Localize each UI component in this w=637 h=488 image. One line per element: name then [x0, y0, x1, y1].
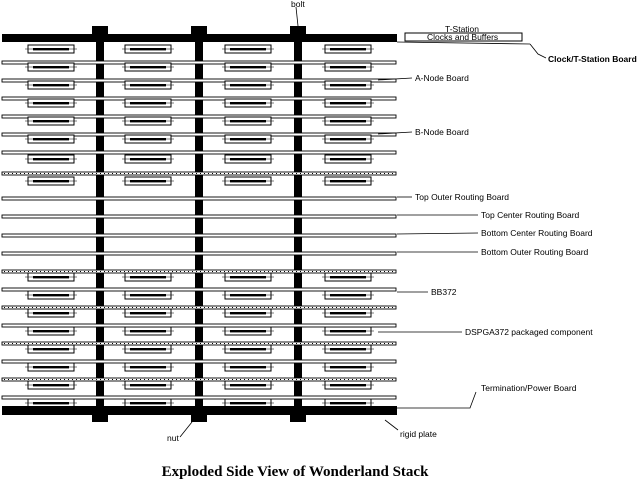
circuit-board	[1, 395, 397, 400]
bolt-head	[191, 26, 207, 34]
circuit-board	[1, 323, 397, 328]
circuit-board	[1, 287, 397, 292]
circuit-board	[1, 171, 397, 176]
circuit-board	[1, 341, 397, 346]
t-station-box	[404, 32, 523, 42]
circuit-board	[1, 150, 397, 155]
circuit-board	[1, 269, 397, 274]
label-bolt: bolt	[291, 0, 305, 9]
label-a-node: A-Node Board	[415, 73, 469, 83]
label-t-station: T-Station	[445, 24, 479, 34]
bolt-head	[92, 26, 108, 34]
bottom-plate	[2, 406, 397, 415]
bolt-rod	[294, 42, 302, 406]
label-clock-board: Clock/T-Station Board	[548, 54, 637, 64]
circuit-board	[1, 60, 397, 65]
circuit-board	[1, 251, 397, 256]
bolt-head	[290, 26, 306, 34]
circuit-board	[1, 96, 397, 101]
label-bb372: BB372	[431, 287, 457, 297]
leader-lines	[179, 6, 547, 438]
board-layers	[1, 44, 397, 408]
bolt-rod	[96, 42, 104, 406]
circuit-board	[1, 233, 397, 238]
label-bottom-center: Bottom Center Routing Board	[481, 228, 593, 238]
circuit-board	[1, 132, 397, 137]
circuit-board	[1, 196, 397, 201]
circuit-board	[1, 377, 397, 382]
top-plate	[2, 34, 397, 42]
circuit-board	[1, 214, 397, 219]
label-termination: Termination/Power Board	[481, 383, 577, 393]
label-clocks-buffers: Clocks and Buffers	[427, 32, 498, 42]
bolt-rod	[195, 42, 203, 406]
label-dspga372: DSPGA372 packaged component	[465, 327, 593, 337]
label-nut: nut	[167, 433, 179, 443]
label-rigid-plate: rigid plate	[400, 429, 437, 439]
nut-block	[92, 415, 108, 422]
label-bottom-outer: Bottom Outer Routing Board	[481, 247, 589, 257]
nut-block	[191, 415, 207, 422]
label-b-node: B-Node Board	[415, 127, 469, 137]
circuit-board	[1, 359, 397, 364]
label-top-center: Top Center Routing Board	[481, 210, 580, 220]
label-top-outer: Top Outer Routing Board	[415, 192, 509, 202]
circuit-board	[1, 114, 397, 119]
nut-block	[290, 415, 306, 422]
diagram-caption: Exploded Side View of Wonderland Stack	[162, 464, 430, 480]
circuit-board	[1, 78, 397, 83]
circuit-board	[1, 305, 397, 310]
